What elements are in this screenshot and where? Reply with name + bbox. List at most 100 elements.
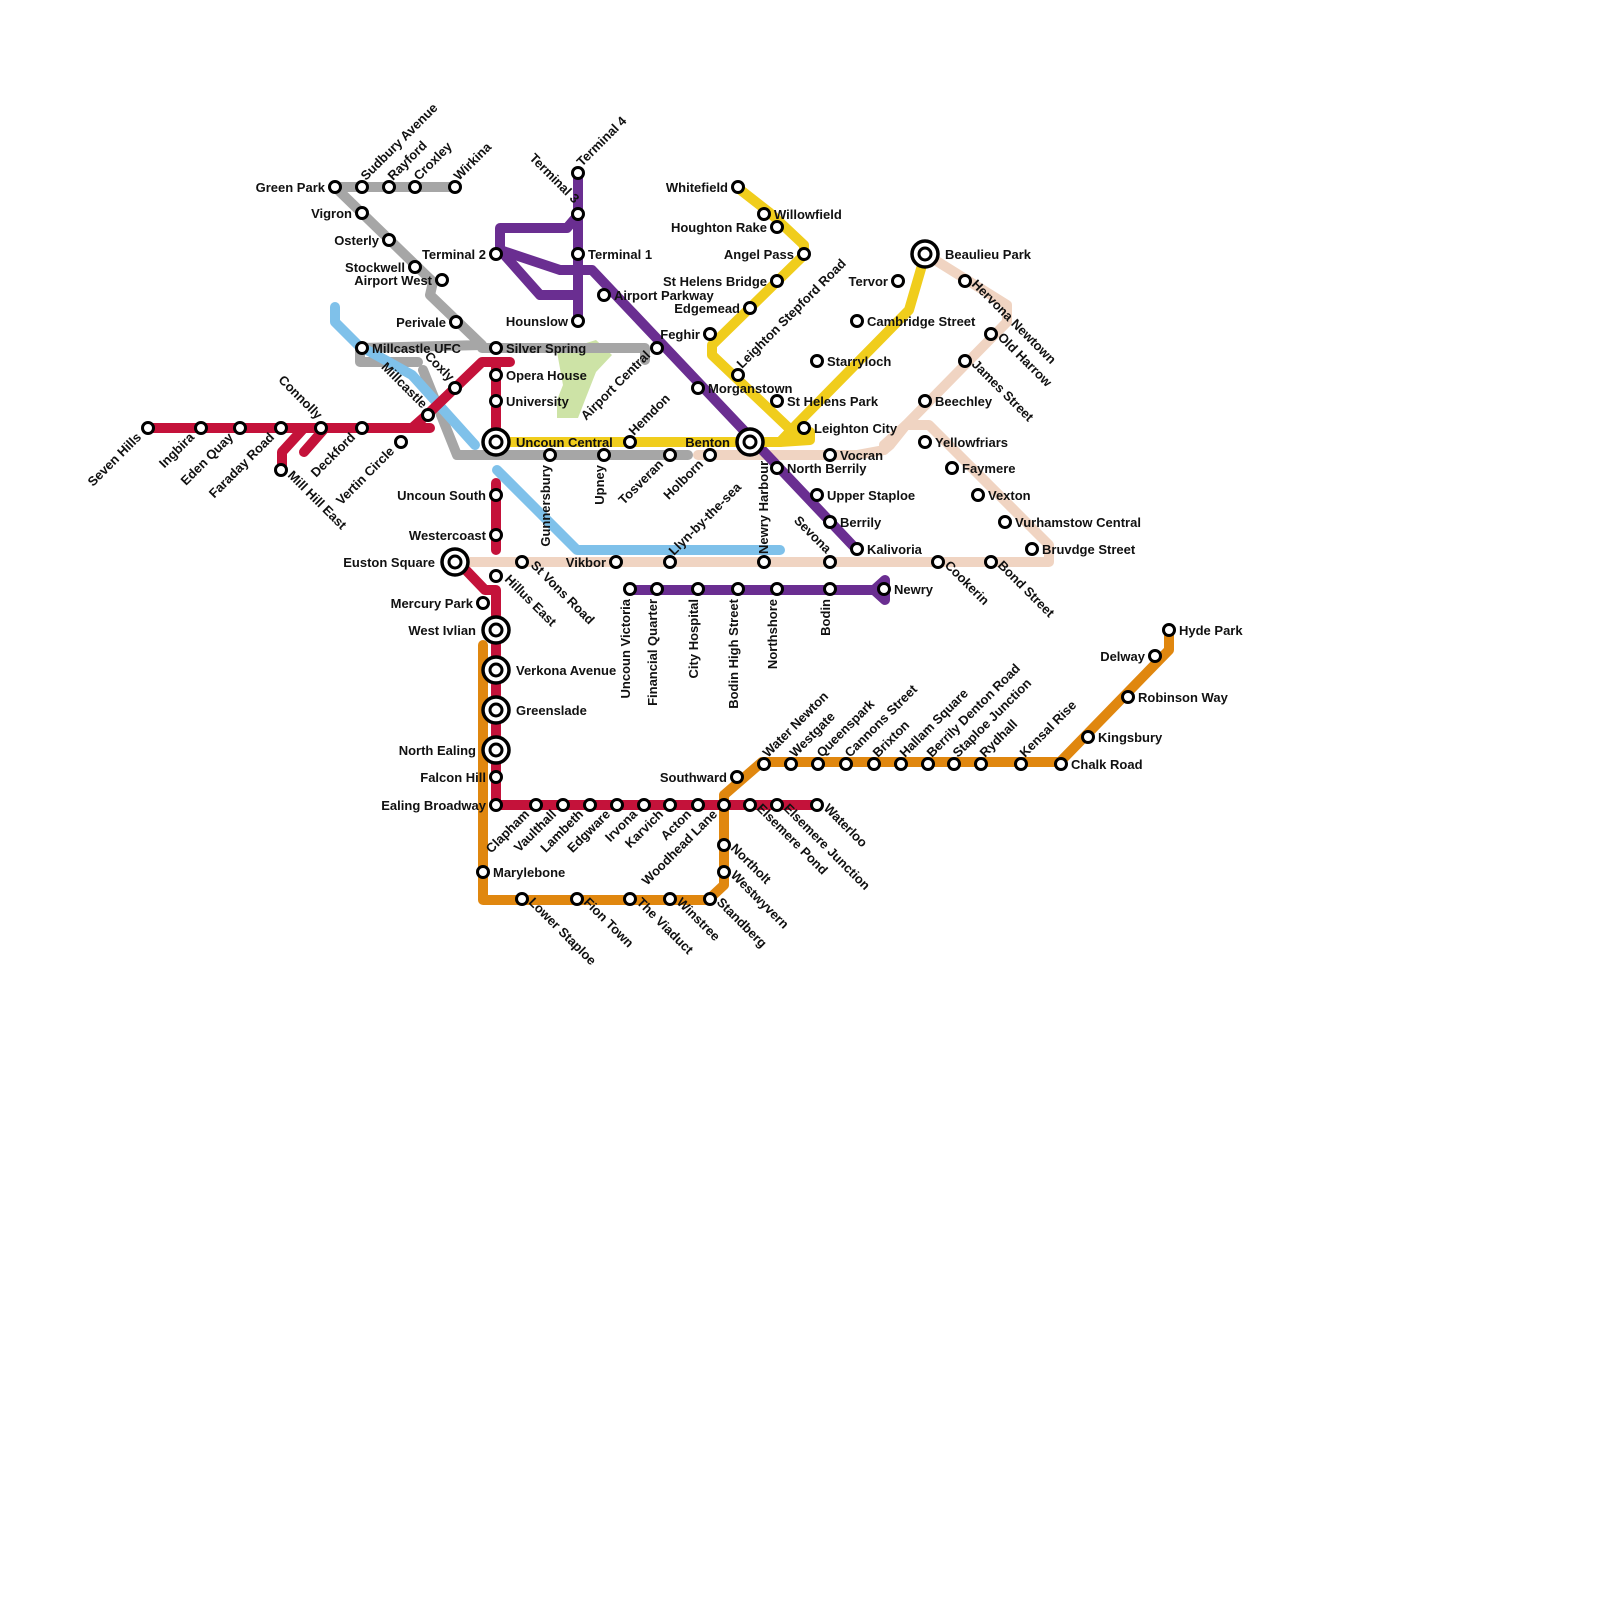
station-marker[interactable] xyxy=(1123,692,1134,703)
station-marker[interactable] xyxy=(625,584,636,595)
station-feghir[interactable] xyxy=(705,329,716,340)
station-bruvdge-street[interactable] xyxy=(1027,544,1038,555)
station-benton[interactable] xyxy=(737,429,763,455)
interchange-marker[interactable] xyxy=(483,617,509,643)
station-university[interactable] xyxy=(491,396,502,407)
station-uncoun-victoria[interactable] xyxy=(625,584,636,595)
station-gunnersbury[interactable] xyxy=(545,450,556,461)
station-marker[interactable] xyxy=(986,557,997,568)
station-hervona-newtown[interactable] xyxy=(960,276,971,287)
station-marker[interactable] xyxy=(665,450,676,461)
station-marker[interactable] xyxy=(599,290,610,301)
station-marker[interactable] xyxy=(896,759,907,770)
station-berrily[interactable] xyxy=(825,517,836,528)
station-acton[interactable] xyxy=(693,800,704,811)
station-marker[interactable] xyxy=(316,423,327,434)
station-marker[interactable] xyxy=(812,356,823,367)
station-millcastle-ufc[interactable] xyxy=(357,343,368,354)
station-upper-staploe[interactable] xyxy=(812,490,823,501)
station-edgemead[interactable] xyxy=(745,303,756,314)
station-marker[interactable] xyxy=(357,182,368,193)
station-marker[interactable] xyxy=(1150,651,1161,662)
station-marker[interactable] xyxy=(960,356,971,367)
station-ingbira[interactable] xyxy=(196,423,207,434)
station-st-helens-bridge[interactable] xyxy=(772,276,783,287)
station-hounslow[interactable] xyxy=(573,316,584,327)
station-marker[interactable] xyxy=(852,316,863,327)
station-berrily-denton-road[interactable] xyxy=(923,759,934,770)
station-marker[interactable] xyxy=(719,800,730,811)
station-westercoast[interactable] xyxy=(491,530,502,541)
station-marker[interactable] xyxy=(799,249,810,260)
station-beechley[interactable] xyxy=(920,396,931,407)
station-marker[interactable] xyxy=(986,329,997,340)
station-vexton[interactable] xyxy=(973,490,984,501)
station-vurhamstow-central[interactable] xyxy=(1000,517,1011,528)
station-upney[interactable] xyxy=(599,450,610,461)
station-marker[interactable] xyxy=(517,557,528,568)
station-marker[interactable] xyxy=(745,800,756,811)
station-marker[interactable] xyxy=(759,557,770,568)
station-marker[interactable] xyxy=(705,894,716,905)
station-vocran[interactable] xyxy=(825,450,836,461)
station-marker[interactable] xyxy=(976,759,987,770)
station-marker[interactable] xyxy=(423,410,434,421)
station-marker[interactable] xyxy=(786,759,797,770)
station-marker[interactable] xyxy=(759,209,770,220)
station-marker[interactable] xyxy=(772,463,783,474)
station-marker[interactable] xyxy=(585,800,596,811)
station-marker[interactable] xyxy=(652,343,663,354)
interchange-marker[interactable] xyxy=(483,697,509,723)
station-marker[interactable] xyxy=(410,262,421,273)
station-opera-house[interactable] xyxy=(491,370,502,381)
station-newry-harbour[interactable] xyxy=(759,557,770,568)
station-marker[interactable] xyxy=(665,557,676,568)
station-newry[interactable] xyxy=(879,584,890,595)
station-sevona[interactable] xyxy=(825,557,836,568)
interchange-marker[interactable] xyxy=(737,429,763,455)
station-marker[interactable] xyxy=(196,423,207,434)
station-marker[interactable] xyxy=(772,396,783,407)
station-marker[interactable] xyxy=(1164,625,1175,636)
station-marker[interactable] xyxy=(276,423,287,434)
station-uncoun-central[interactable] xyxy=(483,429,509,455)
station-lower-staploe[interactable] xyxy=(517,894,528,905)
station-marker[interactable] xyxy=(665,800,676,811)
station-hallam-square[interactable] xyxy=(896,759,907,770)
station-marker[interactable] xyxy=(491,490,502,501)
station-westgate[interactable] xyxy=(786,759,797,770)
station-uncoun-south[interactable] xyxy=(491,490,502,501)
station-marker[interactable] xyxy=(825,517,836,528)
station-osterly[interactable] xyxy=(384,235,395,246)
station-marker[interactable] xyxy=(949,759,960,770)
station-marker[interactable] xyxy=(879,584,890,595)
station-tervor[interactable] xyxy=(893,276,904,287)
station-starryloch[interactable] xyxy=(812,356,823,367)
station-marker[interactable] xyxy=(960,276,971,287)
station-airport-parkway[interactable] xyxy=(599,290,610,301)
station-deckford[interactable] xyxy=(357,423,368,434)
station-eden-quay[interactable] xyxy=(235,423,246,434)
station-marker[interactable] xyxy=(276,465,287,476)
station-terminal-2[interactable] xyxy=(491,249,502,260)
station-verkona-avenue[interactable] xyxy=(483,657,509,683)
station-marker[interactable] xyxy=(893,276,904,287)
station-lambeth[interactable] xyxy=(585,800,596,811)
station-tosveran[interactable] xyxy=(665,450,676,461)
station-marker[interactable] xyxy=(357,343,368,354)
station-financial-quarter[interactable] xyxy=(652,584,663,595)
station-marker[interactable] xyxy=(719,867,730,878)
station-marker[interactable] xyxy=(759,759,770,770)
station-clapham[interactable] xyxy=(531,800,542,811)
station-marker[interactable] xyxy=(612,800,623,811)
station-houghton-rake[interactable] xyxy=(772,222,783,233)
station-marker[interactable] xyxy=(639,800,650,811)
station-north-berrily[interactable] xyxy=(772,463,783,474)
interchange-marker[interactable] xyxy=(483,737,509,763)
station-marker[interactable] xyxy=(1027,544,1038,555)
station-marker[interactable] xyxy=(1000,517,1011,528)
station-queenspark[interactable] xyxy=(813,759,824,770)
station-edgware[interactable] xyxy=(612,800,623,811)
station-marker[interactable] xyxy=(973,490,984,501)
station-marker[interactable] xyxy=(733,370,744,381)
